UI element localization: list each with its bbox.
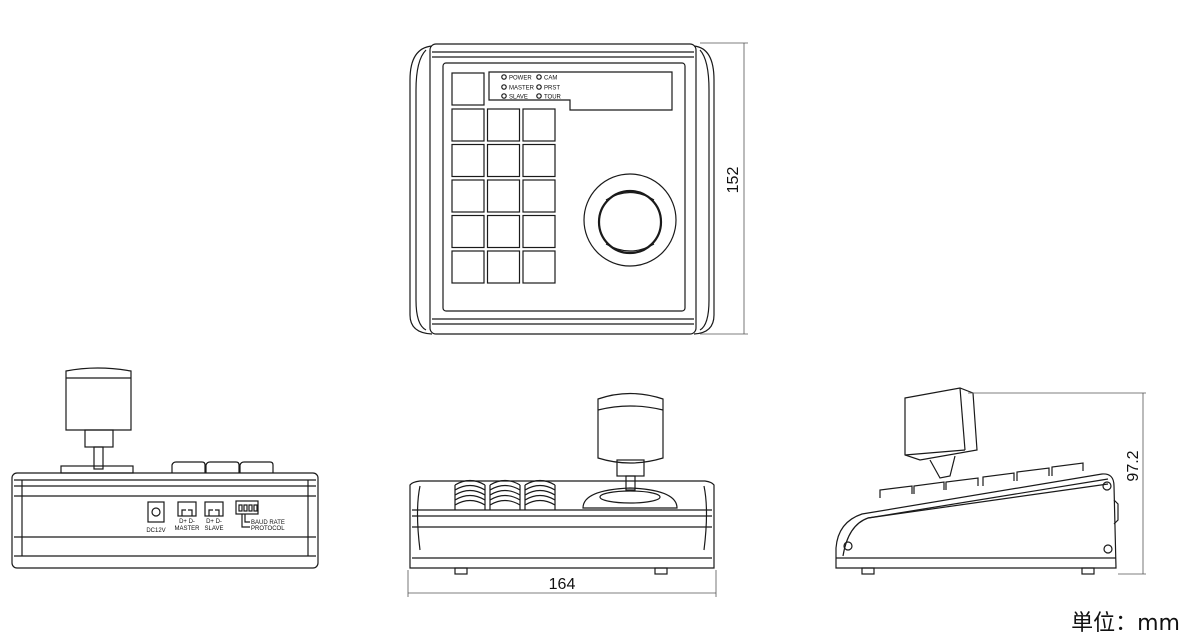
keypad-key [451,108,485,142]
keypad-key [486,143,521,178]
indicator-label: CAM [544,76,557,82]
height-dimension: 152 [725,167,742,194]
keypad-key [522,108,556,142]
keypad-key [451,179,485,213]
keypad-key [522,214,556,249]
keypad-key [522,250,556,284]
back-view: DC12V D+ D- MASTER D+ D- SLAVE BAUD RATE… [11,367,319,569]
top-view: POWER CAM MASTER PRST SLAVE TOUR 152 [409,42,748,335]
width-dimension: 164 [549,576,576,593]
keypad-key [486,214,521,249]
keypad-key [522,179,556,213]
indicator-label: POWER [509,76,532,82]
port-slave-label: SLAVE [205,526,224,532]
keypad-key [522,143,556,178]
front-key [454,479,486,510]
port-slave-pins: D+ D- [206,519,222,525]
indicator-label: SLAVE [509,95,528,101]
joystick-base [583,173,677,267]
dip-label-protocol: PROTOCOL [251,526,285,532]
keypad [451,108,556,284]
port-dc-label: DC12V [146,528,165,534]
keypad-key [486,108,521,142]
indicator-label: PRST [544,86,560,92]
port-master-pins: D+ D- [179,519,195,525]
dip-label-baud: BAUD RATE [251,520,285,526]
keypad-key [486,179,521,213]
keypad-key [486,250,521,284]
front-keys [454,479,556,510]
front-view: 164 [407,392,717,597]
keypad-key [451,250,485,284]
indicator-label: MASTER [509,86,535,92]
indicator-leds: POWER CAM MASTER PRST SLAVE TOUR [501,74,562,101]
unit-label: 単位：mm [1071,611,1180,636]
port-master-label: MASTER [174,526,200,532]
depth-dimension: 97.2 [1125,450,1142,481]
keypad-key [451,143,485,178]
side-view: 97.2 [835,387,1146,575]
keypad-key [451,214,485,249]
indicator-label: TOUR [544,95,562,101]
joystick-knob [597,189,663,255]
front-key [489,479,521,510]
front-key [524,479,556,510]
